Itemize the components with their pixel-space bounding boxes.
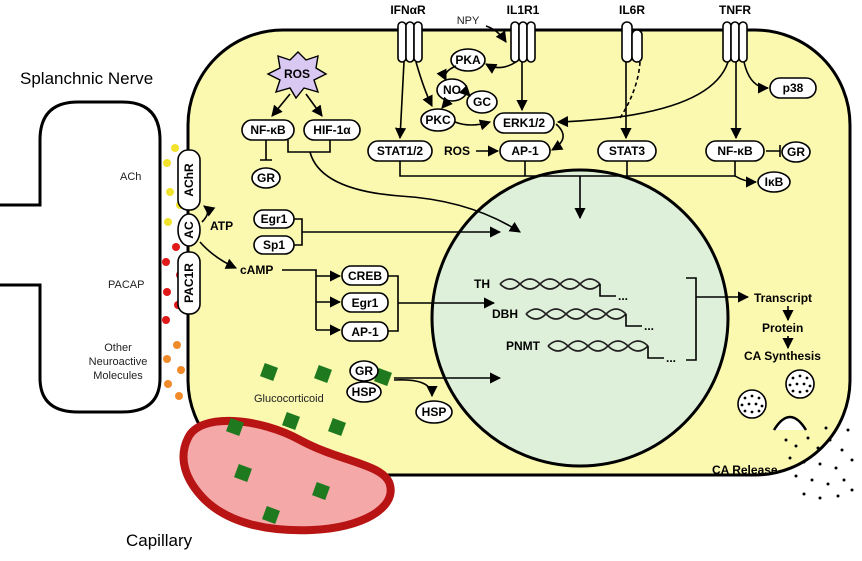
il6r-receptor — [621, 21, 643, 63]
egr1-a-label: Egr1 — [261, 212, 288, 226]
th-dna-helix — [499, 278, 601, 290]
capillary-label: Capillary — [126, 531, 193, 550]
ros-burst — [266, 51, 328, 100]
pkc-label: PKC — [425, 113, 451, 127]
hsp-bound-label: HSP — [352, 385, 377, 399]
tnfr-receptor — [722, 21, 748, 63]
gene-dbh-label: DBH — [492, 307, 518, 321]
hsp-bound-node — [346, 381, 382, 403]
ikb-label: IκB — [765, 175, 784, 189]
pnmt-transcript-dots: ... — [666, 351, 676, 365]
gene-th-label: TH — [474, 277, 490, 291]
ap1-top-label: AP-1 — [511, 144, 539, 158]
npy-label: NPY — [457, 15, 480, 27]
glucocorticoid-squares — [226, 363, 392, 524]
other-label-1: Other — [104, 342, 132, 354]
capillary — [179, 417, 395, 535]
nfkb-left-node — [241, 119, 295, 141]
dbh-dna-helix — [525, 308, 627, 320]
ca-vesicle-1 — [785, 369, 815, 399]
p38-label: p38 — [783, 81, 804, 95]
il1r1-receptor — [510, 21, 536, 63]
p38-node — [769, 77, 817, 99]
il6r-label: IL6R — [619, 3, 645, 17]
creb-label: CREB — [348, 269, 382, 283]
ca-release-label: CA Release — [712, 463, 778, 477]
pnmt-dna-helix — [547, 340, 649, 352]
ros-inline-label: ROS — [444, 144, 470, 158]
glucocorticoid-label: Glucocorticoid — [254, 393, 324, 405]
ac-enzyme — [177, 213, 201, 247]
exocytosis-pore — [772, 415, 808, 431]
stat12-label: STAT1/2 — [377, 144, 424, 158]
gr-gluco-node — [349, 360, 379, 382]
protein-label: Protein — [762, 321, 803, 335]
pacap-label: PACAP — [108, 279, 144, 291]
pka-node — [450, 48, 486, 72]
nfkb-right-label: NF-κB — [717, 144, 753, 158]
pac1r-label: PAC1R — [182, 263, 196, 303]
no-label: NO — [443, 83, 461, 97]
nerve-terminal — [0, 100, 162, 414]
atp-label: ATP — [210, 219, 233, 233]
th-transcript-dots: ... — [618, 289, 628, 303]
hsp-free-label: HSP — [422, 405, 447, 419]
egr1-b-node — [341, 292, 389, 313]
ifnar-label: IFNαR — [390, 3, 426, 17]
gr-right-label: GR — [787, 145, 805, 159]
gene-pnmt-label: PNMT — [506, 339, 541, 353]
gc-label: GC — [473, 95, 491, 109]
nerve-title: Splanchnic Nerve — [20, 69, 153, 88]
dbh-transcript-dots: ... — [644, 319, 654, 333]
ca-vesicle-2 — [737, 389, 767, 419]
camp-label: cAMP — [240, 263, 273, 277]
gc-node — [466, 90, 498, 114]
other-label-3: Molecules — [93, 370, 143, 382]
other-molecule-dots — [163, 341, 185, 400]
stat3-label: STAT3 — [609, 144, 646, 158]
sp1-label: Sp1 — [263, 238, 285, 252]
ach-label: ACh — [120, 171, 141, 183]
erk-node — [493, 112, 555, 134]
ikb-node — [757, 171, 791, 193]
erk-label: ERK1/2 — [503, 116, 545, 130]
hif-node — [303, 119, 361, 141]
pka-label: PKA — [455, 53, 481, 67]
ca-release-dots — [784, 426, 854, 500]
transcript-label: Transcript — [754, 291, 812, 305]
pac1r-receptor — [177, 251, 201, 315]
gr-left-label: GR — [257, 171, 275, 185]
ca-synthesis-label: CA Synthesis — [744, 349, 821, 363]
gr-right-node — [781, 141, 811, 163]
gr-gluco-label: GR — [355, 364, 373, 378]
achr-label: AChR — [182, 163, 196, 197]
achr-receptor — [177, 149, 201, 211]
il1r1-label: IL1R1 — [507, 3, 540, 17]
hsp-free-node — [415, 400, 453, 424]
other-label-2: Neuroactive — [89, 356, 148, 368]
gr-left-node — [251, 167, 281, 189]
ap1-b-label: AP-1 — [351, 325, 379, 339]
ros-burst-label: ROS — [284, 67, 310, 81]
ac-label: AC — [182, 221, 196, 239]
nfkb-left-label: NF-κB — [250, 123, 286, 137]
egr1-b-label: Egr1 — [352, 296, 379, 310]
ifnar-receptor — [397, 21, 423, 63]
hif-label: HIF-1α — [313, 123, 351, 137]
tnfr-label: TNFR — [719, 3, 751, 17]
pkc-node — [420, 108, 456, 132]
